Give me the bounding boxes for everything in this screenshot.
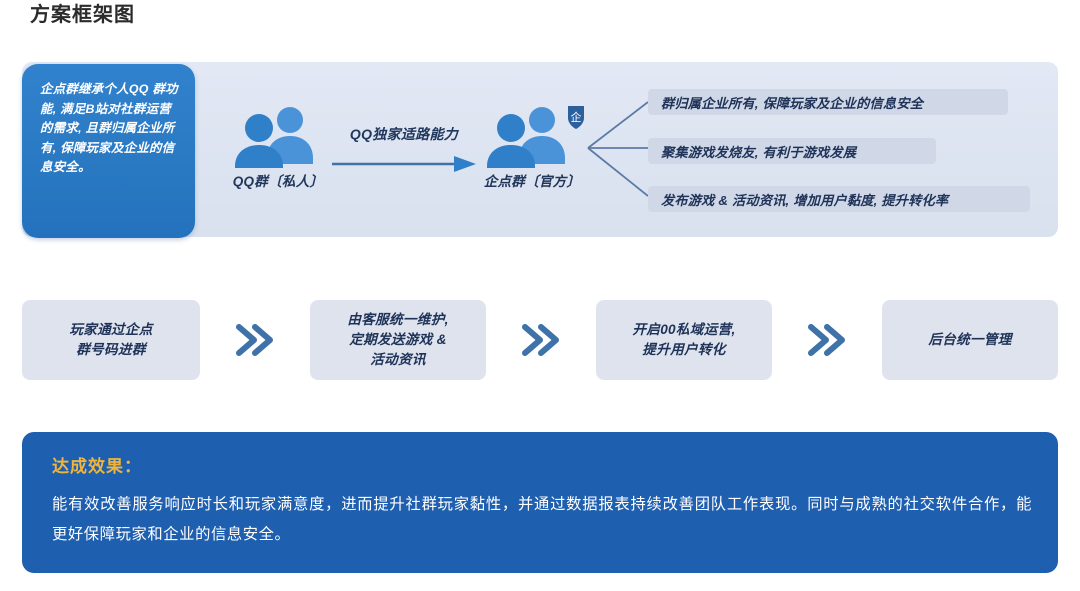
double-chevron-right-icon [808,324,845,356]
result-panel: 达成效果： 能有效改善服务响应时长和玩家满意度，进而提升社群玩家黏性，并通过数据… [22,432,1058,573]
step-card-1: 玩家通过企点 群号码进群 [22,300,200,380]
step-separator-2 [486,321,596,359]
highlight-card-text: 企点群继承个人QQ 群功能, 满足B站对社群运营的需求, 且群归属企业所有, 保… [40,82,178,174]
connector-lines [587,101,649,197]
benefit-pill: 聚集游戏发烧友, 有利于游戏发展 [648,138,936,164]
step-card-3: 开启00私域运营, 提升用户转化 [596,300,772,380]
step-card-4: 后台统一管理 [882,300,1058,380]
page-title: 方案框架图 [30,4,135,26]
flow-arrow: QQ独家适路能力 [330,124,478,180]
two-people-icon: 企 [487,106,584,168]
double-chevron-right-icon [236,324,273,356]
benefit-pill: 发布游戏 & 活动资讯, 增加用户黏度, 提升转化率 [648,186,1030,212]
enterprise-shield-badge-icon: 企 [568,106,584,129]
svg-text:企: 企 [571,110,582,124]
flow-arrow-label: QQ独家适路能力 [349,126,459,142]
process-steps: 玩家通过企点 群号码进群 由客服统一维护, 定期发送游戏 & 活动资讯 开启00… [22,300,1058,380]
two-people-icon [235,107,313,168]
target-group-label: 企点群〔官方〕 [483,174,581,189]
result-body: 能有效改善服务响应时长和玩家满意度，进而提升社群玩家黏性，并通过数据报表持续改善… [52,496,1032,543]
result-heading: 达成效果： [52,457,142,476]
double-chevron-right-icon [522,324,559,356]
step-separator-1 [200,321,310,359]
target-group: 企 企点群〔官方〕 [480,106,584,190]
arrow-right-icon [332,156,476,172]
highlight-card: 企点群继承个人QQ 群功能, 满足B站对社群运营的需求, 且群归属企业所有, 保… [22,64,195,238]
step-separator-3 [772,321,882,359]
source-group-label: QQ群〔私人〕 [232,174,324,189]
step-card-2: 由客服统一维护, 定期发送游戏 & 活动资讯 [310,300,486,380]
benefit-pill: 群归属企业所有, 保障玩家及企业的信息安全 [648,89,1008,115]
source-group: QQ群〔私人〕 [228,106,328,190]
